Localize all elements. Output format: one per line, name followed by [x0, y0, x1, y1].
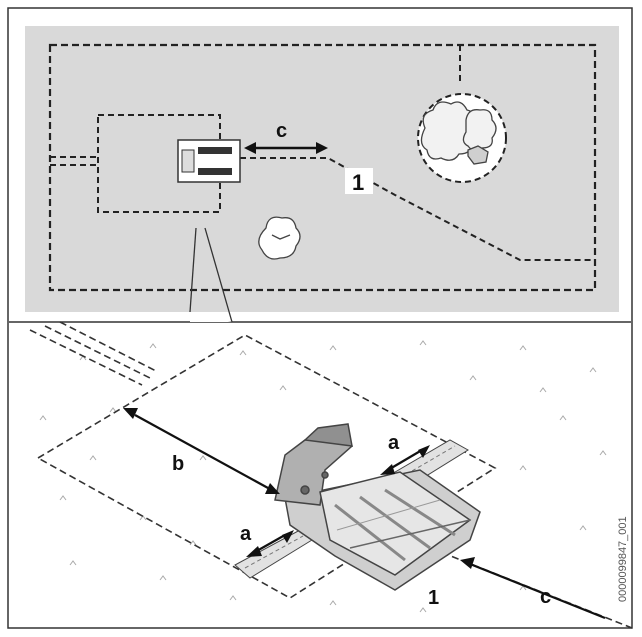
- station-loop-wire: [97, 114, 221, 213]
- lawn-area: [25, 26, 619, 312]
- bottom-panel-perspective-view: a a b c 1 0000099847_001: [29, 321, 633, 629]
- feed-wire-perspective-1: [29, 329, 143, 386]
- label-1-bottom: 1: [428, 587, 439, 609]
- feed-wire-perspective-3: [59, 321, 159, 373]
- label-b: b: [172, 453, 184, 475]
- distance-c-arrow-bottom: [460, 557, 606, 620]
- distance-a-arrow-right: [380, 445, 430, 475]
- distance-b-arrow: [123, 408, 280, 494]
- charging-station-perspective: [274, 423, 481, 591]
- label-a-left: a: [240, 523, 252, 545]
- guide-wire: [240, 157, 595, 261]
- distance-c-arrow-top: [244, 142, 328, 154]
- label-c-bottom: c: [540, 586, 551, 608]
- label-1-top-box: [345, 168, 373, 194]
- zoom-line-right: [204, 227, 233, 323]
- boundary-wire: [48, 43, 597, 292]
- bush-icon: [258, 216, 301, 260]
- feed-wire-perspective-2: [44, 325, 151, 379]
- zoom-line-left: [189, 227, 197, 313]
- label-c-top: c: [276, 120, 287, 142]
- station-loop-wire-perspective: [36, 334, 497, 599]
- zoom-wedge: [190, 312, 232, 322]
- label-1-top: 1: [352, 170, 364, 195]
- charging-station-top-view: [177, 139, 241, 183]
- label-a-right: a: [388, 432, 400, 454]
- tree-icon: [420, 101, 497, 165]
- figure-code: 0000099847_001: [617, 516, 629, 602]
- distance-a-arrow-left: [246, 530, 294, 557]
- top-panel-plan-view: c 1: [25, 26, 619, 323]
